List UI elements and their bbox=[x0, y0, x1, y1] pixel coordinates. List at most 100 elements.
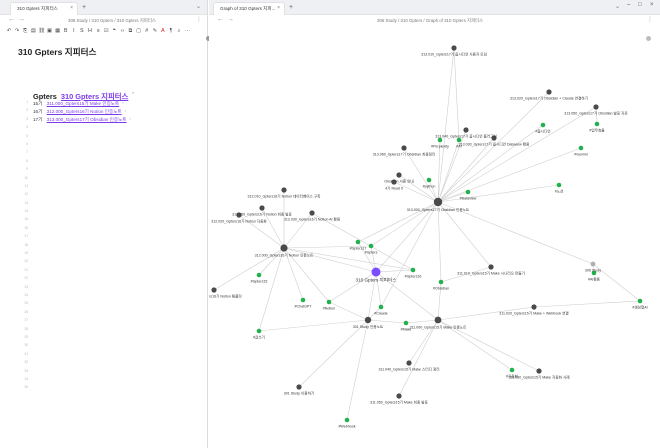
node-dot[interactable] bbox=[536, 368, 542, 374]
graph-node[interactable]: #ChatGPT bbox=[295, 297, 313, 309]
graph-node[interactable]: #Gpters17 bbox=[350, 239, 367, 251]
node-dot[interactable] bbox=[236, 212, 242, 218]
more-options-icon[interactable]: ⋮ bbox=[647, 17, 653, 23]
forward-arrow-icon[interactable]: → bbox=[227, 16, 234, 23]
more-options-icon[interactable]: ⋮ bbox=[196, 17, 202, 23]
new-tab-icon[interactable]: + bbox=[82, 4, 87, 11]
link-icon[interactable]: ⛓ bbox=[38, 28, 45, 34]
graph-settings-icon[interactable] bbox=[646, 36, 651, 41]
back-arrow-icon[interactable]: ← bbox=[217, 16, 224, 23]
graph-node[interactable]: 311.030_Gpters15기 Make 자동화 사례 bbox=[508, 368, 570, 380]
graph-node[interactable]: 306 Study bbox=[585, 261, 601, 273]
graph-node[interactable]: #Make bbox=[401, 320, 412, 332]
node-dot[interactable] bbox=[434, 316, 442, 324]
strike-icon[interactable]: S bbox=[80, 28, 84, 34]
node-dot[interactable] bbox=[344, 417, 350, 423]
redo-icon[interactable]: ↷ bbox=[14, 28, 20, 34]
node-dot[interactable] bbox=[433, 197, 443, 207]
graph-node[interactable]: 312.040_Gpters16기 Notion 템플릿 bbox=[209, 287, 242, 299]
node-dot[interactable] bbox=[594, 121, 600, 127]
node-dot[interactable] bbox=[463, 127, 469, 133]
graph-node[interactable]: 310 Gpters 지피터스 bbox=[356, 267, 397, 284]
node-dot[interactable] bbox=[488, 264, 494, 270]
graph-node[interactable]: 311.050_Gpters15기 Make 최종 발표 bbox=[370, 393, 429, 405]
node-dot[interactable] bbox=[396, 172, 402, 178]
graph-node[interactable]: #자동화 bbox=[506, 367, 519, 379]
format-icon[interactable]: ¶ bbox=[169, 28, 173, 34]
more-icon[interactable]: ⋯ bbox=[184, 28, 190, 34]
node-dot[interactable] bbox=[396, 393, 402, 399]
node-dot[interactable] bbox=[259, 205, 265, 211]
node-dot[interactable] bbox=[591, 270, 597, 276]
node-dot[interactable] bbox=[465, 189, 471, 195]
forward-arrow-icon[interactable]: → bbox=[18, 16, 25, 23]
graph-node[interactable]: #Gpters15 bbox=[251, 272, 268, 284]
node-dot[interactable] bbox=[378, 304, 384, 310]
node-dot[interactable] bbox=[256, 272, 262, 278]
graph-node[interactable]: #AI bbox=[456, 137, 462, 149]
graph-node[interactable]: #Gpters bbox=[365, 243, 378, 255]
graph-node[interactable]: 312.000_Gpters16기 Notion 인증노트 bbox=[255, 244, 314, 258]
node-dot[interactable] bbox=[451, 45, 457, 51]
node-dot[interactable] bbox=[368, 243, 374, 249]
tab-note[interactable]: 310 Gpters 지피터스 × bbox=[10, 2, 78, 15]
graph-node[interactable]: 313.010_Gpters17기 옵시디언 사용자 모임 bbox=[421, 45, 487, 57]
graph-node[interactable]: #생성형AI bbox=[632, 298, 648, 310]
italic-icon[interactable]: I bbox=[73, 28, 75, 34]
copy-icon[interactable]: ⎘ bbox=[23, 28, 28, 34]
node-dot[interactable] bbox=[556, 182, 562, 188]
node-dot[interactable] bbox=[355, 239, 361, 245]
heading-icon[interactable]: H bbox=[88, 28, 92, 34]
node-dot[interactable] bbox=[637, 298, 643, 304]
quote-icon[interactable]: ❝ bbox=[112, 28, 116, 34]
graph-node[interactable]: #python bbox=[423, 177, 436, 189]
node-dot[interactable] bbox=[578, 145, 584, 151]
graph-node[interactable]: 311.040_Gpters15기 Make 스터디 정리 bbox=[378, 360, 440, 372]
heading-line[interactable]: Gpters 310 Gpters 지피터스 ↗ bbox=[33, 91, 134, 102]
table-icon[interactable]: ▦ bbox=[55, 28, 61, 34]
back-arrow-icon[interactable]: ← bbox=[8, 16, 15, 23]
graph-node[interactable]: #Gemini bbox=[574, 145, 588, 157]
graph-node[interactable]: #글쓰기 bbox=[253, 328, 265, 340]
node-dot[interactable] bbox=[364, 316, 372, 324]
tab-list-chevron-icon[interactable]: ⌄ bbox=[615, 4, 621, 10]
heading-link[interactable]: 310 Gpters 지피터스 bbox=[60, 92, 129, 101]
node-dot[interactable] bbox=[326, 299, 332, 305]
graph-node[interactable]: #Gpters16 bbox=[405, 267, 422, 279]
graph-node[interactable]: #업무효율 bbox=[589, 121, 605, 133]
node-dot[interactable] bbox=[401, 145, 407, 151]
minimize-icon[interactable]: – bbox=[627, 2, 631, 8]
node-dot[interactable] bbox=[593, 104, 599, 110]
paste-icon[interactable]: ▤ bbox=[30, 28, 36, 34]
node-dot[interactable] bbox=[531, 304, 537, 310]
highlight-icon[interactable]: ✎ bbox=[152, 28, 157, 34]
graph-node[interactable]: 301 Study 인증노트 bbox=[353, 316, 384, 329]
new-tab-icon[interactable]: + bbox=[289, 4, 294, 11]
node-dot[interactable] bbox=[281, 187, 287, 193]
node-dot[interactable] bbox=[403, 320, 409, 326]
embed-icon[interactable]: ⧉ bbox=[128, 28, 133, 34]
undo-icon[interactable]: ↶ bbox=[6, 28, 12, 34]
graph-node[interactable]: #노션 bbox=[555, 182, 564, 194]
node-dot[interactable] bbox=[391, 179, 397, 185]
node-dot[interactable] bbox=[410, 267, 416, 273]
graph-node[interactable]: 312.050_Gpters16기 Notion 최종 발표 bbox=[232, 205, 293, 217]
node-dot[interactable] bbox=[211, 287, 217, 293]
graph-node[interactable]: 311.010_Gpters15기 Make 시나리오 만들기 bbox=[457, 264, 525, 276]
graph-node[interactable]: 4기 Read it bbox=[385, 179, 403, 191]
node-dot[interactable] bbox=[509, 367, 515, 373]
list-item[interactable]: 17기 313.000_Gpters17기 Obsidian 인증노트 ↗ bbox=[33, 117, 131, 123]
graph-node[interactable]: #Claude bbox=[374, 304, 388, 316]
node-dot[interactable] bbox=[590, 261, 596, 267]
list-icon[interactable]: ≡ bbox=[96, 28, 100, 34]
breadcrumb[interactable]: 306 Study / 310 Gpters / 310 Gpters 지피터스 bbox=[68, 18, 156, 23]
graph-node[interactable]: 312.030_Gpters16기 Notion AI 활용 bbox=[284, 210, 341, 222]
node-dot[interactable] bbox=[371, 267, 381, 277]
comment-icon[interactable]: ▢ bbox=[136, 28, 142, 34]
image-icon[interactable]: ▣ bbox=[47, 28, 52, 34]
graph-node[interactable]: 311.000_Gpters15기 Make 인증노트 bbox=[410, 316, 468, 330]
graph-node[interactable]: #Notion bbox=[323, 299, 335, 311]
node-dot[interactable] bbox=[426, 177, 432, 183]
graph-node[interactable]: 313.020_Gpters17기 Obsidian + Claude 연결하기 bbox=[510, 89, 588, 101]
node-dot[interactable] bbox=[437, 137, 443, 143]
